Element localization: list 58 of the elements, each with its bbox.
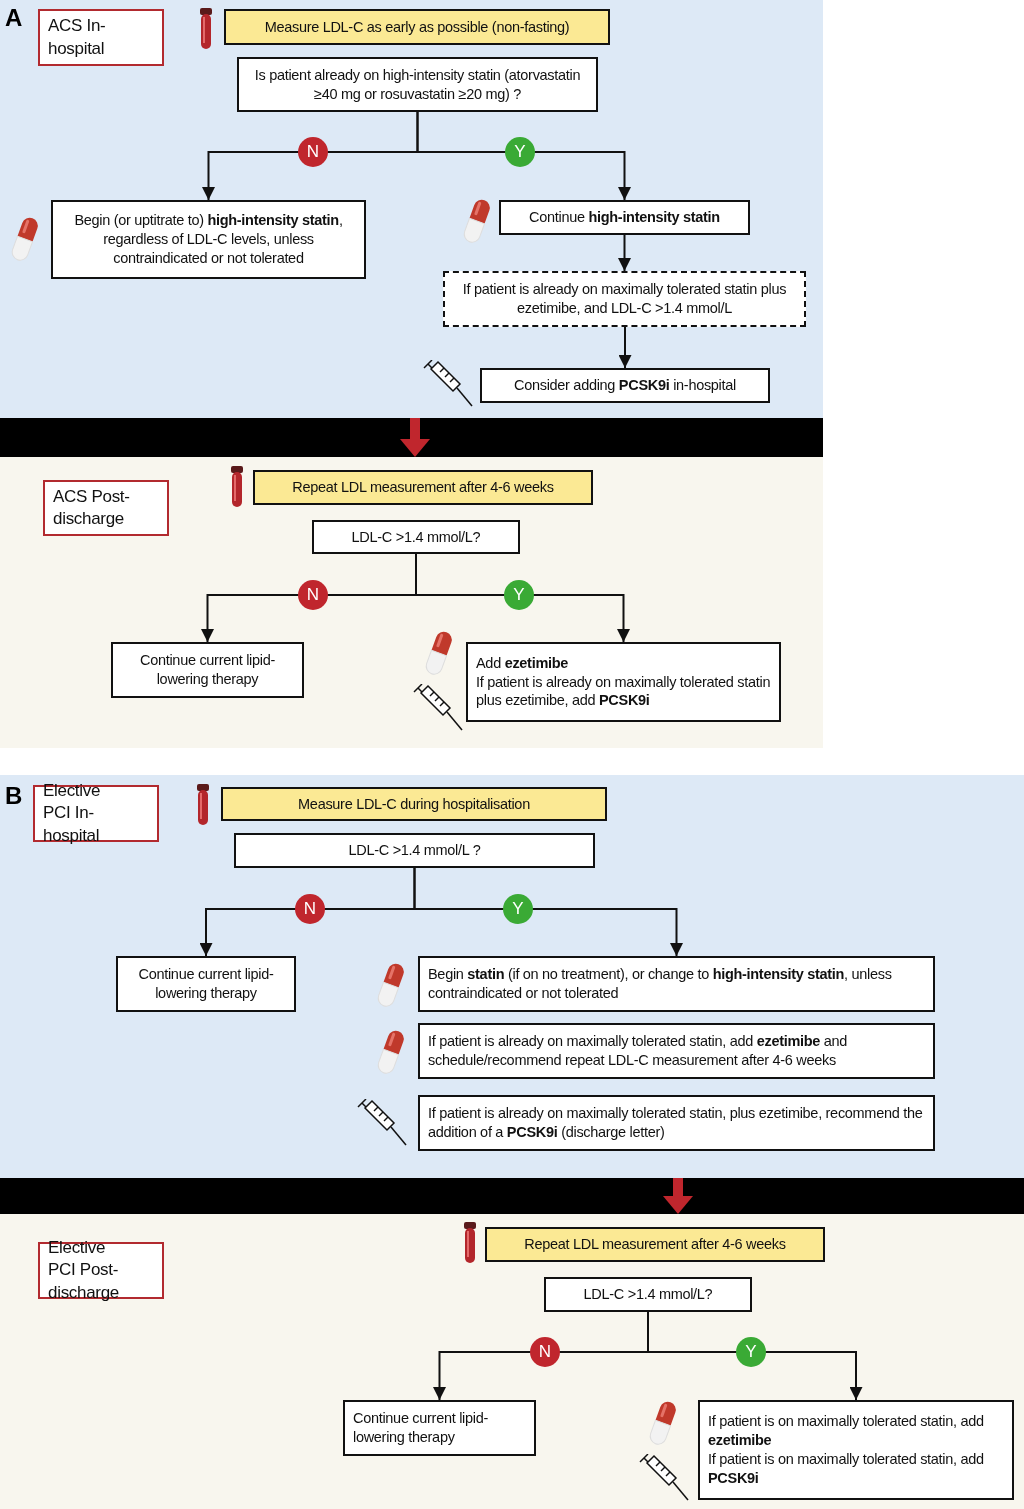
panel-title: ACS Post-discharge <box>53 485 131 530</box>
box-text: LDL-C >1.4 mmol/L? <box>582 1285 714 1304</box>
connector-arrow <box>416 111 631 201</box>
action-box <box>499 200 750 235</box>
condition-box <box>443 271 806 327</box>
decision-box <box>312 520 520 554</box>
panel-label-box <box>33 785 159 842</box>
box-text: If patient is already on maximally tolerated statin plus ezetimibe, add PCSK9i <box>476 672 771 711</box>
connector-arrow <box>618 326 632 369</box>
action-box <box>480 368 770 403</box>
decision-box <box>544 1277 752 1312</box>
connector-arrow <box>415 553 630 643</box>
box-text: Measure LDL-C as early as possible (non-fasting) <box>263 17 571 37</box>
box-text: Measure LDL-C during hospitalisation <box>297 794 531 814</box>
panel-label-box <box>38 1242 164 1299</box>
box-text: Is patient already on high-intensity statin (atorvastatin ≥40 mg or rosuvastatin ≥20 mg) ? <box>253 65 582 104</box>
connector-arrow <box>647 1311 863 1401</box>
decision-box <box>234 833 595 868</box>
panel-title: ACS In-hospital <box>48 15 107 60</box>
box-text: LDL-C >1.4 mmol/L? <box>350 527 482 547</box>
action-box <box>418 1023 935 1079</box>
measurement-box <box>253 470 593 505</box>
panel-title: Elective PCI Post-discharge <box>48 1237 120 1304</box>
box-text: Repeat LDL measurement after 4-6 weeks <box>523 1235 787 1254</box>
box-text: Begin (or uptitrate to) high-intensity statin, regardless of LDL-C levels, unless contraindicated or not tolerated <box>73 211 344 268</box>
connector-arrow <box>413 867 683 957</box>
action-box <box>343 1400 536 1456</box>
panel-letter: B <box>5 782 23 810</box>
box-text: If patient is already on maximally tolerated statin, plus ezetimibe, recommend the addition of a PCSK9i (discharge letter) <box>428 1104 924 1142</box>
box-text: Consider adding PCSK9i in-hospital <box>513 376 737 395</box>
box-text: Continue high-intensity statin <box>528 208 721 227</box>
box-text: Continue current lipid-lowering therapy <box>353 1409 489 1447</box>
box-text: Begin statin (if on no treatment), or change to high-intensity statin, unless contraindicated or not tolerated <box>428 965 893 1003</box>
measurement-box <box>221 787 607 821</box>
box-text: Repeat LDL measurement after 4-6 weeks <box>291 478 555 497</box>
box-text: LDL-C >1.4 mmol/L ? <box>347 841 482 860</box>
action-box <box>466 642 781 722</box>
box-text: If patient is on maximally tolerated statin, add ezetimibe <box>708 1412 985 1450</box>
action-box <box>698 1400 1014 1500</box>
box-text: If patient is on maximally tolerated statin, add PCSK9i <box>708 1450 985 1488</box>
box-text: If patient is already on maximally tolerated statin, add ezetimibe and schedule/recommend repeat LDL-C measurement after 4-6 weeks <box>428 1032 849 1070</box>
decision-box <box>237 57 598 112</box>
panel-label-box <box>38 9 164 66</box>
action-box <box>418 1095 935 1151</box>
measurement-box <box>485 1227 825 1262</box>
panel-letter: A <box>5 4 23 32</box>
action-box <box>51 200 366 279</box>
measurement-box <box>224 9 610 45</box>
box-text: If patient is already on maximally tolerated statin plus ezetimibe, and LDL-C >1.4 mmol/L <box>461 280 788 318</box>
action-box <box>111 642 304 698</box>
connector-arrow <box>618 234 631 272</box>
panel-title: Elective PCI In-hospital <box>43 780 102 847</box>
box-text: Continue current lipid-lowering therapy <box>139 651 276 689</box>
action-box <box>418 956 935 1012</box>
action-box <box>116 956 296 1012</box>
box-text: Add ezetimibe <box>476 653 570 673</box>
box-text: Continue current lipid-lowering therapy <box>137 965 275 1003</box>
panel-label-box <box>43 480 169 536</box>
